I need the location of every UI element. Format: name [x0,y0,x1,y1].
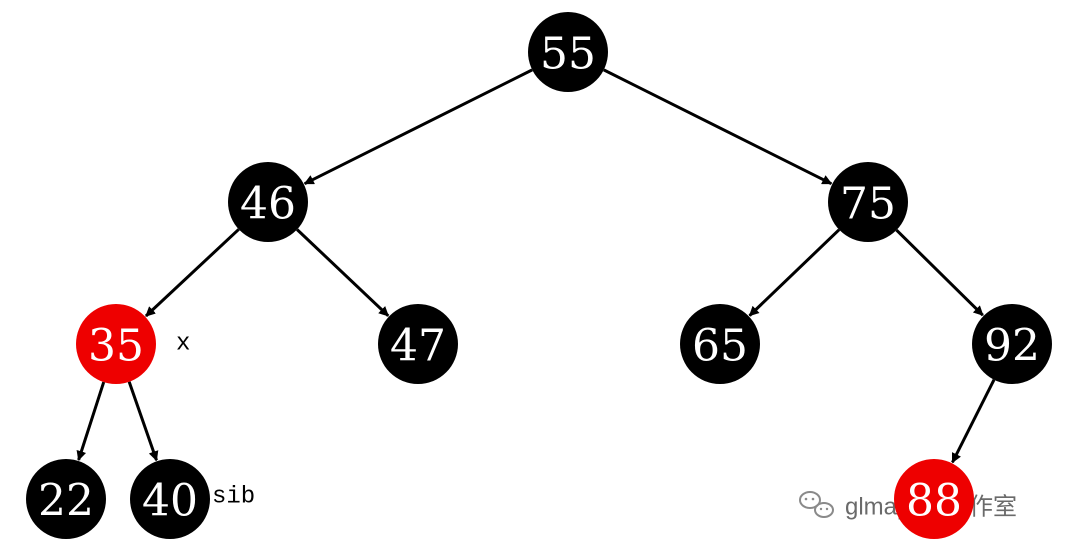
node-circle [130,459,210,539]
node-22: 22 [26,459,106,539]
node-circle [228,162,308,242]
node-label: 55 [540,29,596,80]
nodes: 55 46 75 35 47 65 92 22 40 88 [26,12,1052,539]
node-label: 88 [906,476,962,527]
edge-75-65 [748,228,841,317]
node-46: 46 [228,162,308,242]
node-circle [680,304,760,384]
annotations: x sib [176,331,255,511]
annotation-x: x [176,331,190,358]
node-circle [972,304,1052,384]
edge-75-92 [895,229,984,317]
edges [76,68,996,464]
node-92: 92 [972,304,1052,384]
node-label: 47 [390,321,446,372]
node-circle [26,459,106,539]
node-label: 75 [840,179,896,230]
node-label: 46 [240,179,296,230]
node-label: 65 [692,321,748,372]
node-40: 40 [130,459,210,539]
node-75: 75 [828,162,908,242]
edge-92-88 [951,379,996,464]
annotation-sib: sib [212,484,255,511]
wechat-icon [799,491,834,518]
node-label: 92 [984,321,1040,372]
node-88: 88 [894,459,974,539]
node-circle [378,304,458,384]
edge-35-22 [76,381,106,461]
node-circle [828,162,908,242]
node-35: 35 [76,304,156,384]
edge-55-75 [603,68,833,186]
node-label: 40 [142,476,198,527]
node-circle [528,12,608,92]
node-55: 55 [528,12,608,92]
node-65: 65 [680,304,760,384]
node-47: 47 [378,304,458,384]
node-label: 22 [38,476,94,527]
node-circle [76,304,156,384]
edge-46-47 [296,228,390,317]
node-circle [894,459,974,539]
node-label: 35 [88,321,144,372]
edge-35-40 [127,381,159,462]
edge-46-35 [144,228,240,318]
edge-55-46 [303,68,533,186]
